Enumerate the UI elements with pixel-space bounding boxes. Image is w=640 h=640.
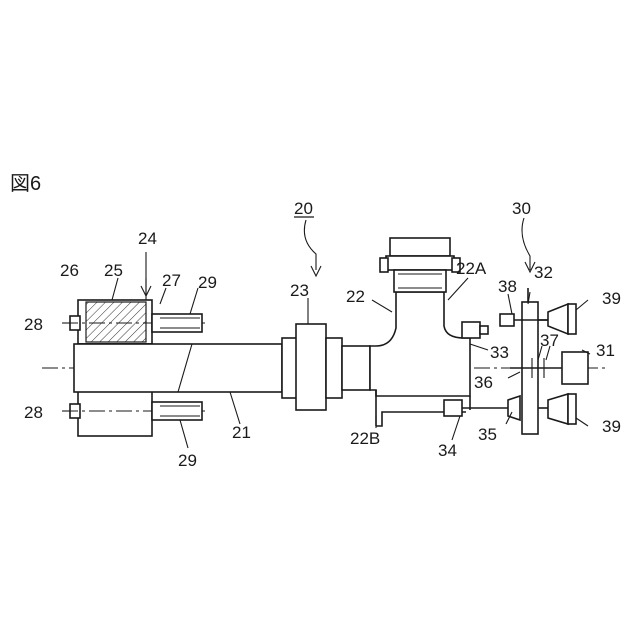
label-22: 22 (346, 287, 365, 306)
label-27: 27 (162, 271, 181, 290)
label-36: 36 (474, 373, 493, 392)
motor-block (380, 238, 460, 292)
label-26: 26 (60, 261, 79, 280)
plate-assembly (500, 288, 588, 434)
label-32: 32 (534, 263, 553, 282)
main-shaft (74, 344, 282, 392)
label-39-upper: 39 (602, 289, 621, 308)
label-28-upper: 28 (24, 315, 43, 334)
label-25: 25 (104, 261, 123, 280)
label-39-lower: 39 (602, 417, 621, 436)
label-30: 30 (512, 199, 531, 218)
label-35: 35 (478, 425, 497, 444)
label-33: 33 (490, 343, 509, 362)
label-23: 23 (290, 281, 309, 300)
figure-title: 図6 (10, 173, 41, 195)
label-20: 20 (294, 199, 313, 218)
label-28-lower: 28 (24, 403, 43, 422)
label-22B: 22B (350, 429, 380, 448)
label-29-lower: 29 (178, 451, 197, 470)
label-21: 21 (232, 423, 251, 442)
label-38: 38 (498, 277, 517, 296)
coupling (282, 324, 370, 410)
label-29-upper: 29 (198, 273, 217, 292)
label-22A: 22A (456, 259, 487, 278)
label-31: 31 (596, 341, 615, 360)
label-34: 34 (438, 441, 457, 460)
label-24: 24 (138, 229, 157, 248)
label-37: 37 (540, 331, 559, 350)
